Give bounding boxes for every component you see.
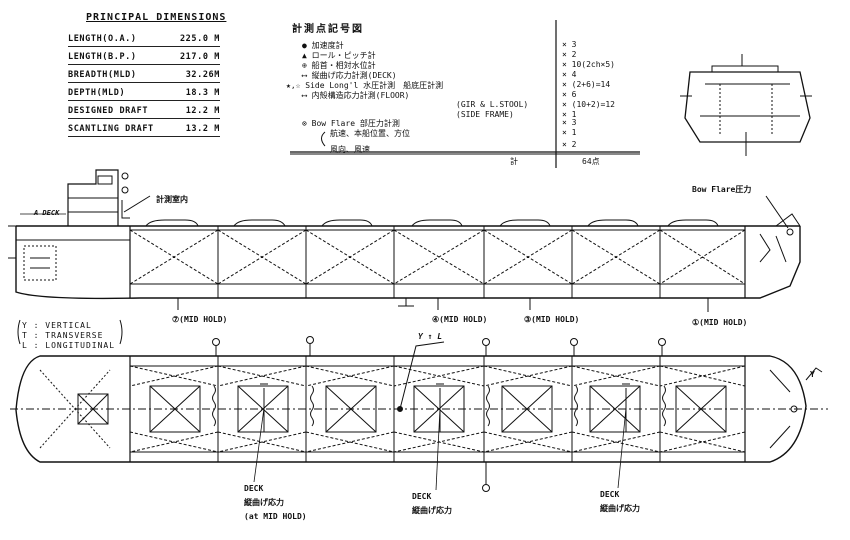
- a-deck-label: A DECK: [34, 209, 60, 217]
- dimension-row: LENGTH(B.P.) 217.0 M: [68, 48, 220, 65]
- bow-y-label: Y: [810, 370, 815, 379]
- roll-pitch-meter-icon: ▲: [302, 51, 307, 60]
- dimension-value: 13.2 M: [185, 124, 220, 134]
- deck-label-title: DECK: [244, 484, 264, 493]
- dimension-row: SCANTLING DRAFT 13.2 M: [68, 120, 220, 137]
- legend-count: × (10+2)=12: [562, 100, 615, 109]
- axis-legend-line: L : LONGITUDINAL: [22, 341, 116, 350]
- legend-count: × 10(2ch×5): [562, 60, 615, 69]
- dimension-label: DESIGNED DRAFT: [68, 106, 149, 116]
- legend-count: × 6: [562, 90, 577, 99]
- legend-count: × 1: [562, 110, 577, 119]
- legend-total-value: 64点: [582, 157, 600, 166]
- legend-item-text: Side Long'l 水圧計測 船底圧計測: [305, 81, 444, 90]
- legend-item: ★,☆ Side Long'l 水圧計測 船底圧計測: [286, 80, 443, 91]
- legend-item-text: (GIR & L.STOOL): [456, 100, 529, 109]
- pressure-gauge-icon: ⊗: [302, 119, 307, 128]
- deck-label-text: 縦曲げ応力: [600, 504, 640, 513]
- legend-count: × 1: [562, 128, 577, 137]
- legend-count: × 3: [562, 118, 577, 127]
- legend-item-text: (SIDE FRAME): [456, 110, 514, 119]
- dimension-value: 18.3 M: [185, 88, 220, 98]
- axis-legend: Y : VERTICAL T : TRANSVERSE L : LONGITUD…: [22, 321, 115, 351]
- deck-label-text: 縦曲げ応力: [412, 506, 452, 515]
- bow-flare-label: Bow Flare圧力: [692, 185, 752, 194]
- yl-axis-marker: Y ↑ L: [418, 332, 443, 341]
- legend-item-text: 風向、風速: [330, 145, 370, 154]
- deck-label-note: (at MID HOLD): [244, 512, 307, 521]
- axis-legend-line: Y : VERTICAL: [22, 321, 92, 330]
- legend-total-label: 計: [510, 157, 518, 166]
- deck-label-title: DECK: [412, 492, 432, 501]
- legend-title: 計測点記号図: [292, 24, 364, 35]
- legend-item-text: ロール・ピッチ計: [311, 51, 376, 60]
- legend-item-text: 加速度計: [311, 41, 344, 50]
- mid-hold-3-label: ③(MID HOLD): [524, 315, 580, 324]
- legend-count: × 4: [562, 70, 577, 79]
- legend-count: × 2: [562, 140, 577, 149]
- dimension-value: 32.26M: [185, 70, 220, 80]
- dimension-row: LENGTH(O.A.) 225.0 M: [68, 30, 220, 47]
- axis-legend-line: T : TRANSVERSE: [22, 331, 104, 340]
- legend-item: ⟷ 内殻構造応力計測(FLOOR): [302, 90, 409, 101]
- dimension-value: 225.0 M: [179, 34, 220, 44]
- deck-stress-label: DECK 縦曲げ応力: [412, 490, 452, 518]
- mid-hold-7-label: ⑦(MID HOLD): [172, 315, 228, 324]
- legend-item-text: 内殻構造応力計測(FLOOR): [311, 91, 410, 100]
- principal-dimensions-title: PRINCIPAL DIMENSIONS: [86, 12, 227, 23]
- legend-item: ▲ ロール・ピッチ計: [302, 50, 376, 61]
- double-arrow-icon: ⟷: [302, 71, 307, 80]
- legend-count: × 2: [562, 50, 577, 59]
- dimension-label: LENGTH(B.P.): [68, 52, 137, 62]
- dimension-row: DESIGNED DRAFT 12.2 M: [68, 102, 220, 119]
- legend-count: × 3: [562, 40, 577, 49]
- legend-item-text: 縦曲げ応力計測(DECK): [311, 71, 397, 80]
- deck-stress-label: DECK 縦曲げ応力 (at MID HOLD): [244, 482, 307, 524]
- legend-item: (SIDE FRAME): [456, 110, 514, 119]
- legend-item-text: Bow Flare 部圧力計測: [311, 119, 400, 128]
- legend-item-text: 船首・相対水位計: [311, 61, 376, 70]
- dimension-row: DEPTH(MLD) 18.3 M: [68, 84, 220, 101]
- mid-hold-1-label: ①(MID HOLD): [692, 318, 748, 327]
- water-level-gauge-icon: ⊕: [302, 61, 307, 70]
- legend-item: 風向、風速: [330, 144, 370, 155]
- dimension-label: BREADTH(MLD): [68, 70, 137, 80]
- star-icon: ★,☆: [286, 81, 301, 90]
- dimension-row: BREADTH(MLD) 32.26M: [68, 66, 220, 83]
- dimension-value: 217.0 M: [179, 52, 220, 62]
- double-arrow-icon: ⟷: [302, 91, 307, 100]
- legend-item: (GIR & L.STOOL): [456, 100, 528, 109]
- legend-item: ⊗ Bow Flare 部圧力計測: [302, 118, 400, 129]
- dimension-value: 12.2 M: [185, 106, 220, 116]
- ship-profile: [8, 169, 801, 312]
- deck-label-title: DECK: [600, 490, 620, 499]
- legend-item: ⊕ 船首・相対水位計: [302, 60, 376, 71]
- legend-item: 航速、本船位置、方位: [330, 128, 410, 139]
- dimension-label: SCANTLING DRAFT: [68, 124, 154, 134]
- deck-label-text: 縦曲げ応力: [244, 498, 284, 507]
- measuring-room-label: 計測室内: [156, 195, 188, 204]
- legend-item: ● 加速度計: [302, 40, 344, 51]
- dimension-label: DEPTH(MLD): [68, 88, 126, 98]
- ship-plan-view: [10, 319, 828, 492]
- accelerometer-icon: ●: [302, 41, 307, 50]
- legend-item-text: 航速、本船位置、方位: [330, 129, 410, 138]
- legend-item: ⟷ 縦曲げ応力計測(DECK): [302, 70, 397, 81]
- legend-count: × (2+6)=14: [562, 80, 611, 89]
- deck-stress-label: DECK 縦曲げ応力: [600, 488, 640, 516]
- mid-hold-4-label: ④(MID HOLD): [432, 315, 488, 324]
- midship-section: [680, 54, 812, 156]
- dimension-label: LENGTH(O.A.): [68, 34, 137, 44]
